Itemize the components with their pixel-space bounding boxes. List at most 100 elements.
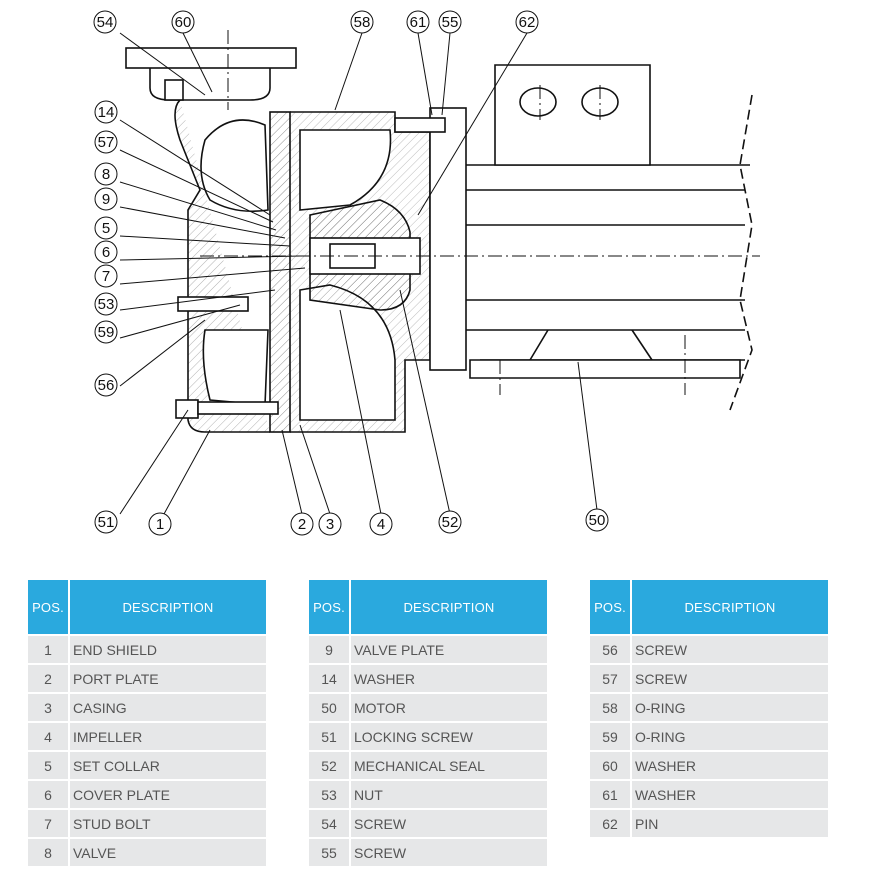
svg-text:8: 8: [102, 166, 110, 183]
part-description: O-RING: [632, 723, 828, 750]
part-position: 50: [309, 694, 349, 721]
pos-header: POS.: [590, 580, 630, 634]
part-description: SET COLLAR: [70, 752, 266, 779]
callouts: 54 60 58 61 55 62 14 57 8 9 5 6 7 53 59 …: [93, 10, 609, 536]
bolt-54: [164, 79, 184, 101]
callout-9: 9: [94, 187, 118, 211]
part-position: 6: [28, 781, 68, 808]
callout-14: 14: [94, 100, 118, 124]
svg-text:53: 53: [98, 296, 115, 313]
svg-text:1: 1: [156, 516, 164, 533]
part-position: 51: [309, 723, 349, 750]
callout-51: 51: [94, 510, 118, 534]
svg-text:50: 50: [589, 512, 606, 529]
motor-break-line: [729, 94, 753, 411]
callout-60: 60: [171, 10, 195, 34]
part-position: 60: [590, 752, 630, 779]
callout-4: 4: [369, 512, 393, 536]
part-position: 1: [28, 636, 68, 663]
part-description: WASHER: [632, 752, 828, 779]
part-description: VALVE PLATE: [351, 636, 547, 663]
svg-text:56: 56: [98, 377, 115, 394]
part-position: 53: [309, 781, 349, 808]
part-position: 3: [28, 694, 68, 721]
pos-header: POS.: [309, 580, 349, 634]
callout-53: 53: [94, 292, 118, 316]
bolt-59: [177, 296, 249, 312]
callout-57: 57: [94, 130, 118, 154]
svg-text:14: 14: [98, 104, 115, 121]
svg-text:59: 59: [98, 324, 115, 341]
part-description: WASHER: [632, 781, 828, 808]
pump-cross-section-drawing: 54 60 58 61 55 62 14 57 8 9 5 6 7 53 59 …: [93, 10, 760, 536]
callout-52: 52: [438, 510, 462, 534]
svg-text:9: 9: [102, 191, 110, 208]
part-description: SCREW: [351, 810, 547, 837]
svg-text:2: 2: [298, 516, 306, 533]
svg-text:60: 60: [175, 14, 192, 31]
callout-54: 54: [93, 10, 117, 34]
svg-text:4: 4: [377, 516, 385, 533]
part-position: 56: [590, 636, 630, 663]
bolt-51: [175, 399, 199, 419]
svg-text:57: 57: [98, 134, 115, 151]
callout-56: 56: [94, 373, 118, 397]
part-position: 61: [590, 781, 630, 808]
svg-text:58: 58: [354, 14, 371, 31]
description-header: DESCRIPTION: [351, 580, 547, 634]
callout-6: 6: [94, 240, 118, 264]
part-description: CASING: [70, 694, 266, 721]
callout-3: 3: [318, 512, 342, 536]
part-description: MOTOR: [351, 694, 547, 721]
bolt-61: [394, 117, 446, 133]
part-position: 62: [590, 810, 630, 837]
callout-5: 5: [94, 216, 118, 240]
part-description: END SHIELD: [70, 636, 266, 663]
part-position: 8: [28, 839, 68, 866]
callout-58: 58: [350, 10, 374, 34]
svg-text:6: 6: [102, 244, 110, 261]
part-description: NUT: [351, 781, 547, 808]
svg-text:7: 7: [102, 268, 110, 285]
suction-pipe: [149, 68, 271, 101]
svg-text:51: 51: [98, 514, 115, 531]
callout-62: 62: [515, 10, 539, 34]
description-header: DESCRIPTION: [632, 580, 828, 634]
part-description: WASHER: [351, 665, 547, 692]
callout-2: 2: [290, 512, 314, 536]
part-position: 14: [309, 665, 349, 692]
svg-text:54: 54: [97, 14, 114, 31]
svg-text:3: 3: [326, 516, 334, 533]
svg-text:55: 55: [442, 14, 459, 31]
part-description: COVER PLATE: [70, 781, 266, 808]
suction-flange: [125, 47, 297, 69]
pos-header: POS.: [28, 580, 68, 634]
part-position: 55: [309, 839, 349, 866]
part-position: 4: [28, 723, 68, 750]
part-position: 7: [28, 810, 68, 837]
part-description: MECHANICAL SEAL: [351, 752, 547, 779]
svg-text:61: 61: [410, 14, 427, 31]
part-position: 57: [590, 665, 630, 692]
part-description: STUD BOLT: [70, 810, 266, 837]
motor-body: [466, 164, 750, 361]
callout-1: 1: [148, 512, 172, 536]
